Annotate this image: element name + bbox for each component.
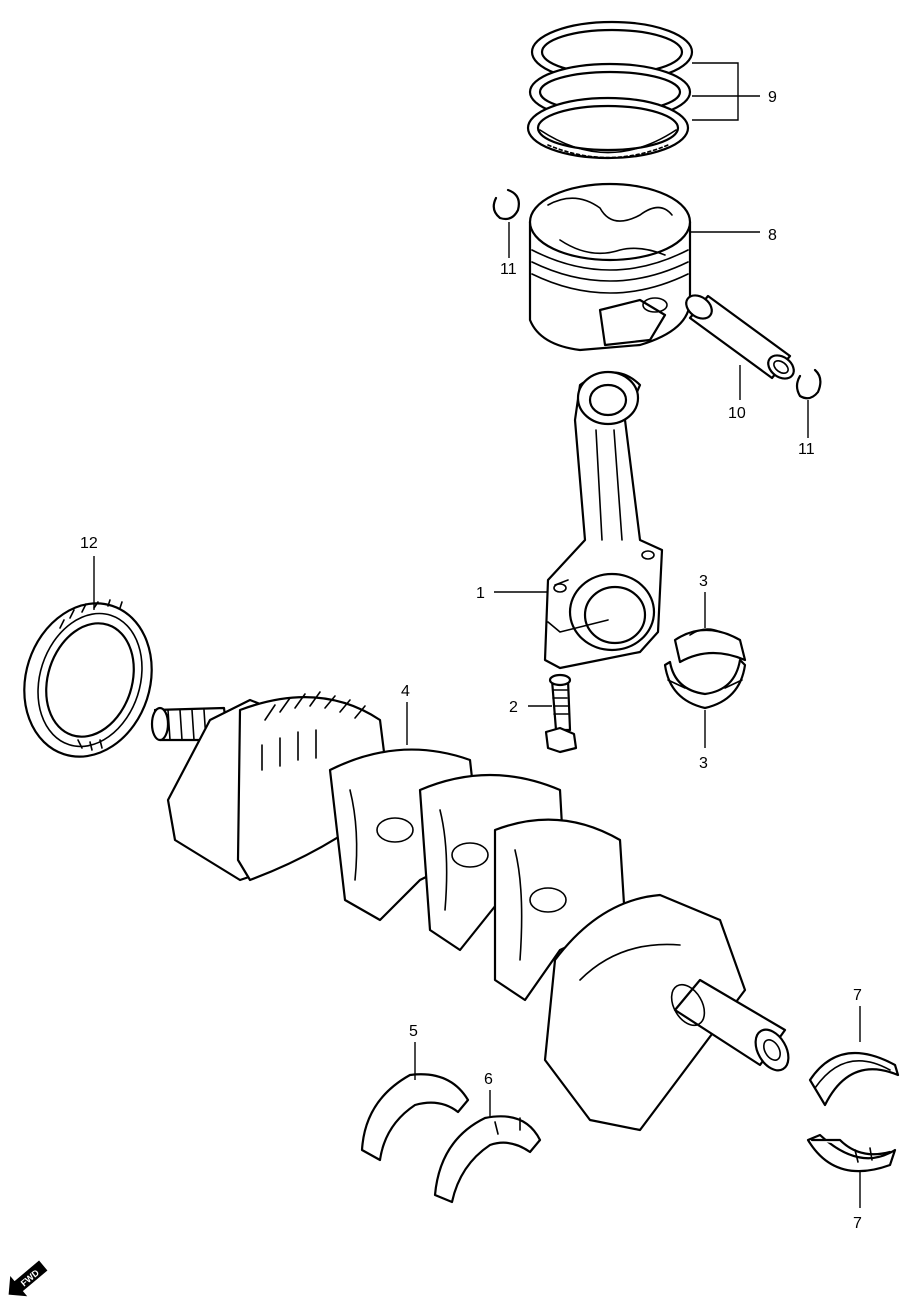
callout-labels: 9 8 11 10 11 12 1 3 4 2 3 7 5 6 7	[80, 89, 862, 1232]
callout-10: 10	[728, 405, 746, 422]
callout-11-left: 11	[500, 261, 517, 278]
connecting-rod	[543, 370, 664, 670]
conrod-bearing-lower	[663, 658, 747, 710]
callout-11-right: 11	[798, 441, 815, 458]
callout-9: 9	[768, 89, 777, 106]
main-bearing-lower	[806, 1133, 897, 1173]
callout-2: 2	[509, 699, 518, 716]
callout-8: 8	[768, 227, 777, 244]
callout-7-upper: 7	[853, 987, 862, 1004]
piston-pin-circlip-left	[492, 188, 520, 221]
callout-6: 6	[484, 1071, 493, 1088]
callout-3-lower: 3	[699, 755, 708, 772]
leader-lines	[93, 62, 861, 1208]
crankshaft	[150, 691, 790, 1132]
piston-pin	[685, 294, 795, 380]
thrust-washer-6	[433, 1115, 542, 1204]
callout-7-lower: 7	[853, 1215, 862, 1232]
piston-rings	[526, 20, 694, 160]
callout-4: 4	[401, 683, 410, 700]
callout-1: 1	[476, 585, 485, 602]
crankshaft-gear-ring	[23, 599, 153, 758]
piston-pin-circlip-right	[795, 368, 822, 400]
piston	[528, 182, 692, 352]
callout-5: 5	[409, 1023, 418, 1040]
fwd-arrow-icon: FWD	[8, 1260, 48, 1297]
callout-3-upper: 3	[699, 573, 708, 590]
thrust-washer-5	[360, 1073, 470, 1162]
conrod-bearing-upper	[673, 628, 747, 664]
callout-12: 12	[80, 535, 98, 552]
connecting-rod-bolt	[544, 673, 578, 754]
main-bearing-upper	[808, 1051, 900, 1107]
